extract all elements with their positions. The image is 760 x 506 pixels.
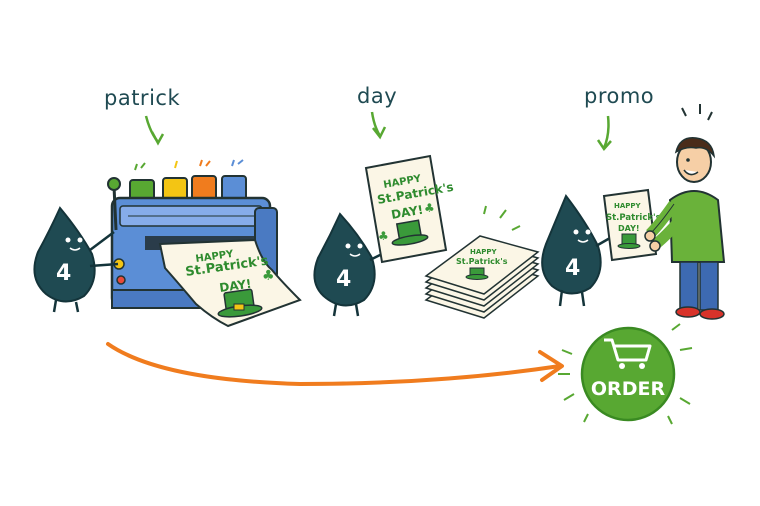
- person-character: [644, 104, 726, 320]
- greeting-card-held: HAPPY St.Patrick's DAY! ♣ ♣: [364, 154, 455, 264]
- shamrock-icon: ♣: [262, 268, 275, 284]
- label-arrow-icon: [602, 115, 610, 149]
- card-text-title: St.Patrick's: [456, 257, 508, 266]
- mascot-drop-2: 4: [313, 212, 387, 317]
- mascot-number: 4: [336, 267, 351, 292]
- mascot-number: 4: [56, 261, 71, 286]
- card-text-happy: HAPPY: [195, 249, 235, 265]
- label-promo: promo: [584, 84, 655, 108]
- order-button[interactable]: ORDER: [558, 323, 693, 425]
- card-text-title: St.Patrick's: [606, 213, 661, 223]
- shopping-cart-icon: [604, 338, 652, 369]
- label-day: day: [357, 84, 398, 108]
- card-stack: HAPPY St.Patrick's: [424, 205, 540, 319]
- leprechaun-hat-icon: [217, 288, 263, 318]
- leprechaun-hat-icon: [391, 219, 429, 246]
- card-text-day: DAY!: [390, 203, 424, 222]
- flow-arrow-head: [538, 350, 564, 382]
- shamrock-icon: ♣: [424, 201, 435, 215]
- mascot-drop-3: 4: [541, 194, 611, 307]
- card-text-happy: HAPPY: [614, 202, 642, 210]
- flow-arrow: [106, 342, 562, 387]
- card-text-day: DAY!: [618, 224, 640, 233]
- card-text-happy: HAPPY: [470, 248, 498, 256]
- printed-card: HAPPY St.Patrick's DAY! ♣: [158, 238, 302, 328]
- shamrock-icon: ♣: [378, 229, 389, 243]
- promo-card: HAPPY St.Patrick's DAY!: [602, 188, 661, 262]
- sparkle-icon: [483, 205, 521, 231]
- sparkle-icon: [558, 323, 693, 425]
- mascot-number: 4: [565, 256, 580, 281]
- label-patrick: patrick: [104, 86, 181, 110]
- order-button-label: ORDER: [591, 378, 666, 400]
- mascot-drop-1: 4: [33, 206, 119, 313]
